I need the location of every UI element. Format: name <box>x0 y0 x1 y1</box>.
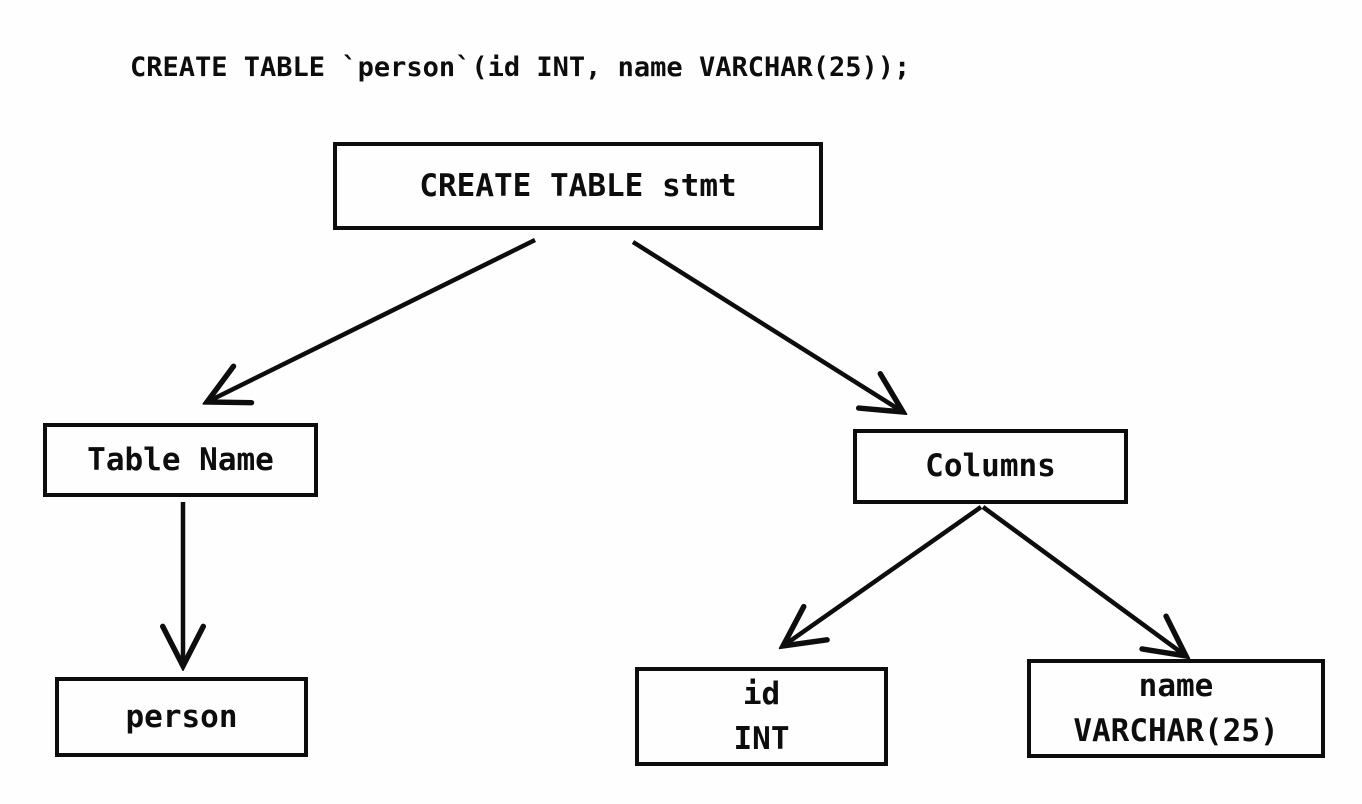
node-create-table-stmt: CREATE TABLE stmt <box>333 142 823 230</box>
node-person: person <box>55 677 308 757</box>
node-person-label: person <box>125 698 238 735</box>
edge-stmt-to-table-name-arrow <box>207 237 536 402</box>
node-name-column: name VARCHAR(25) <box>1027 659 1325 758</box>
sql-statement-text: CREATE TABLE `person`(id INT, name VARCH… <box>130 52 911 83</box>
edge-stmt-to-columns-arrow <box>631 240 903 412</box>
edge-columns-to-name-arrow <box>981 505 1186 656</box>
node-name-column-name-label: name <box>1138 668 1214 705</box>
node-table-name-label: Table Name <box>87 441 274 478</box>
edge-columns-to-id-arrow <box>783 505 983 646</box>
node-columns: Columns <box>853 429 1128 504</box>
node-id-column-name-label: id <box>742 676 781 713</box>
node-id-column-type-label: INT <box>733 720 790 757</box>
node-table-name: Table Name <box>43 423 318 497</box>
node-name-column-type-label: VARCHAR(25) <box>1073 712 1279 749</box>
node-create-table-stmt-label: CREATE TABLE stmt <box>419 167 737 204</box>
node-columns-label: Columns <box>925 448 1056 485</box>
node-id-column: id INT <box>635 667 888 766</box>
